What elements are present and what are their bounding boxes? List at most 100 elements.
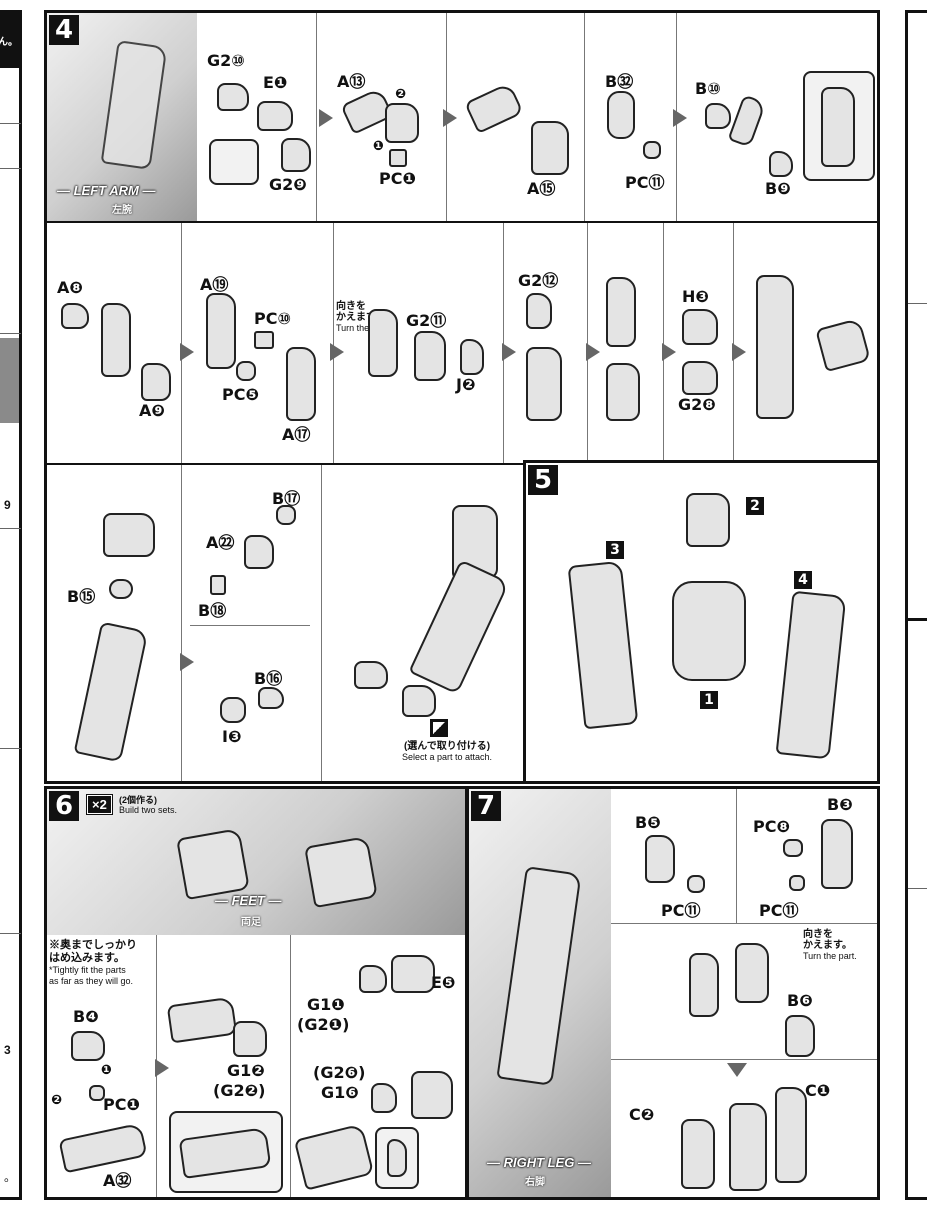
part-illustration bbox=[371, 1083, 397, 1113]
step4-row2-cell: 向きを かえます。 Turn the part. G2⑪ J❷ bbox=[330, 223, 504, 463]
part-label: PC⑩ bbox=[254, 309, 292, 328]
part-illustration bbox=[385, 103, 419, 143]
hand-illustration bbox=[354, 661, 388, 689]
part-label: G2⑪ bbox=[406, 311, 447, 330]
part-illustration bbox=[217, 83, 249, 111]
part-illustration bbox=[756, 275, 794, 419]
step7-cell: B❸ PC❽ PC⑪ bbox=[737, 789, 877, 923]
step-arrow bbox=[586, 343, 600, 361]
divider bbox=[47, 221, 877, 223]
detail-inset bbox=[803, 71, 875, 181]
divider bbox=[0, 333, 21, 334]
part-illustration bbox=[464, 82, 524, 134]
part-illustration bbox=[687, 875, 705, 893]
part-illustration bbox=[729, 1103, 767, 1191]
part-label: PC❶ bbox=[379, 169, 417, 188]
step-mark: ❷ bbox=[395, 87, 407, 102]
step4-row2-cell: A❽ A❾ bbox=[47, 223, 182, 463]
left-arm-banner: 4 — LEFT ARM — 左腕 bbox=[47, 13, 197, 221]
part-illustration bbox=[643, 141, 661, 159]
part-label: (G2❷) bbox=[213, 1081, 266, 1100]
hand-illustration bbox=[402, 685, 436, 717]
turn-part-note: 向きを かえます。 Turn the part. bbox=[336, 301, 390, 334]
build-count-note: (2個作る) Build two sets. bbox=[119, 795, 177, 815]
build-count-jp: (2個作る) bbox=[119, 795, 157, 805]
part-illustration bbox=[293, 1123, 375, 1191]
step7-assembly-b: C❶ C❷ bbox=[611, 1079, 877, 1197]
part-illustration bbox=[689, 953, 719, 1017]
part-illustration bbox=[408, 559, 510, 695]
part-illustration bbox=[389, 149, 407, 167]
step-arrow bbox=[180, 653, 194, 671]
fit-note-jp: ※奥までしっかり はめ込みます。 bbox=[49, 939, 137, 964]
part-illustration bbox=[359, 965, 387, 993]
divider bbox=[908, 303, 927, 304]
build-count-badge: ×2 bbox=[86, 794, 113, 815]
divider bbox=[0, 933, 21, 934]
step4-row3-cell: B⑰ A㉒ B⑱ B⑯ I❸ bbox=[182, 465, 322, 781]
turn-part-note: 向きを かえます。 Turn the part. bbox=[803, 929, 857, 962]
divider bbox=[0, 123, 21, 124]
part-label: G2❽ bbox=[678, 395, 716, 414]
step-arrow bbox=[727, 1063, 747, 1077]
part-illustration bbox=[73, 621, 149, 763]
left-strip-top-text: ん。 bbox=[0, 37, 18, 48]
banner-title: — RIGHT LEG — bbox=[487, 1155, 591, 1170]
step4-row2-cell bbox=[588, 223, 664, 463]
part-label: PC⑪ bbox=[759, 901, 799, 920]
turn-note-en: Turn the part. bbox=[803, 951, 857, 961]
part-label: G1❶ bbox=[307, 995, 345, 1014]
part-label: PC❽ bbox=[753, 817, 791, 836]
select-part-icon bbox=[430, 719, 448, 737]
part-illustration bbox=[58, 1122, 148, 1174]
part-label: E❺ bbox=[431, 973, 456, 992]
right-leg-banner: 7 — RIGHT LEG — 右脚 bbox=[469, 789, 611, 1197]
divider bbox=[0, 748, 21, 749]
step-arrow bbox=[155, 1059, 169, 1077]
part-label: G1❻ bbox=[321, 1083, 359, 1102]
banner-title: — LEFT ARM — bbox=[57, 183, 156, 198]
banner-subtitle: 左腕 bbox=[112, 205, 132, 216]
step-mark: ❶ bbox=[373, 139, 385, 154]
part-illustration bbox=[607, 91, 635, 139]
part-label: G1❷ bbox=[227, 1061, 265, 1080]
part-label: PC⑪ bbox=[625, 173, 665, 192]
part-label: B⑩ bbox=[695, 79, 721, 98]
step4-row1-cell: A⑬ ❷ ❶ PC❶ bbox=[317, 13, 447, 221]
divider bbox=[908, 888, 927, 889]
left-strip-gray-block bbox=[0, 338, 19, 423]
step-number: 7 bbox=[471, 791, 501, 821]
divider bbox=[611, 1059, 877, 1060]
left-strip-header: ん。 bbox=[0, 13, 19, 68]
step-mark: ❶ bbox=[101, 1063, 113, 1078]
right-arm-illustration bbox=[775, 590, 847, 760]
part-illustration bbox=[281, 138, 311, 172]
left-arm-illustration bbox=[567, 560, 639, 730]
step4-row3-cell: B⑮ bbox=[47, 465, 182, 781]
step-arrow bbox=[180, 343, 194, 361]
part-illustration bbox=[411, 1071, 453, 1119]
part-illustration bbox=[727, 94, 767, 148]
part-illustration bbox=[244, 535, 274, 569]
part-illustration bbox=[233, 1021, 267, 1057]
step7-assembly-a: 向きを かえます。 Turn the part. B❻ bbox=[611, 923, 877, 1059]
part-illustration bbox=[61, 303, 89, 329]
step-arrow bbox=[732, 343, 746, 361]
left-strip-mark: 。 bbox=[4, 1170, 17, 1184]
part-label: A⑰ bbox=[282, 425, 311, 444]
left-page-strip: ん。 9 3 。 bbox=[0, 10, 22, 1200]
divider bbox=[908, 618, 927, 621]
step-number: 6 bbox=[49, 791, 79, 821]
step4-row3-cell: (選んで取り付ける) Select a part to attach. bbox=[322, 465, 527, 781]
step4-row1-cell: B㉜ PC⑪ bbox=[585, 13, 677, 221]
step-arrow bbox=[673, 109, 687, 127]
part-illustration bbox=[821, 87, 855, 167]
part-illustration bbox=[789, 875, 805, 891]
part-illustration bbox=[178, 1127, 272, 1179]
fit-note-en: *Tightly fit the parts as far as they wi… bbox=[49, 965, 134, 986]
part-illustration bbox=[101, 303, 131, 377]
step4-row2-cell: H❸ G2❽ bbox=[664, 223, 734, 463]
part-illustration bbox=[206, 293, 236, 369]
part-label: PC⑪ bbox=[661, 901, 701, 920]
part-label: B❹ bbox=[73, 1007, 99, 1026]
